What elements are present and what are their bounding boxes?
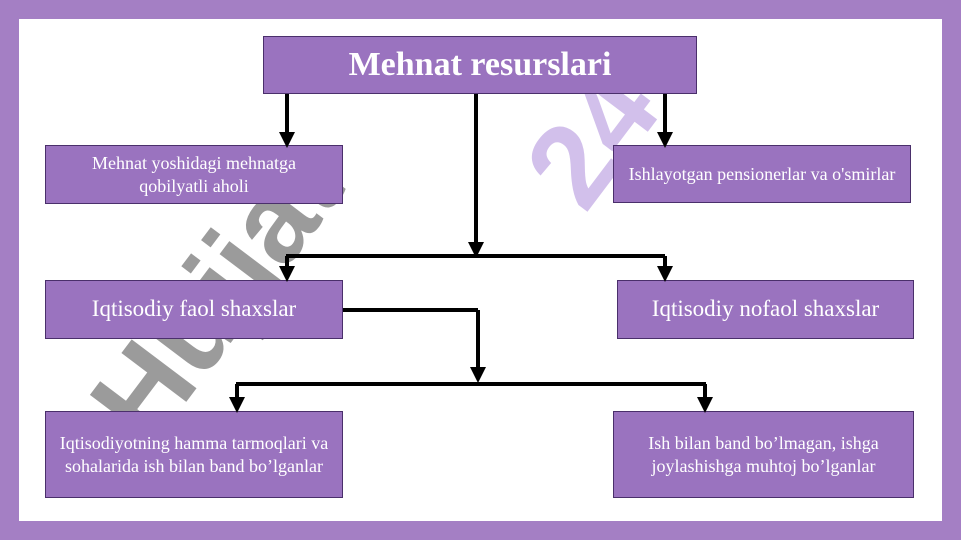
box-working-age-text: Mehnat yoshidagi mehnatga qobilyatli aho… <box>92 153 296 196</box>
box-working-pensioners-text: Ishlayotgan pensionerlar va o'smirlar <box>628 163 896 184</box>
box-unemployed: Ish bilan band bo’lmagan, ishga joylashi… <box>613 411 914 498</box>
box-unemployed-text: Ish bilan band bo’lmagan, ishga joylashi… <box>648 433 879 476</box>
box-working-age: Mehnat yoshidagi mehnatga qobilyatli aho… <box>45 145 343 204</box>
box-working-pensioners: Ishlayotgan pensionerlar va o'smirlar <box>613 145 911 203</box>
box-active-persons: Iqtisodiy faol shaxslar <box>45 280 343 339</box>
title-text: Mehnat resurslari <box>348 45 612 83</box>
box-inactive-persons-text: Iqtisodiy nofaol shaxslar <box>651 296 880 322</box>
box-active-persons-text: Iqtisodiy faol shaxslar <box>91 296 297 322</box>
box-employed-text: Iqtisodiyotning hamma tarmoqlari va soha… <box>59 433 329 476</box>
title-box: Mehnat resurslari <box>263 36 697 94</box>
box-inactive-persons: Iqtisodiy nofaol shaxslar <box>617 280 914 339</box>
box-employed: Iqtisodiyotning hamma tarmoqlari va soha… <box>45 411 343 498</box>
